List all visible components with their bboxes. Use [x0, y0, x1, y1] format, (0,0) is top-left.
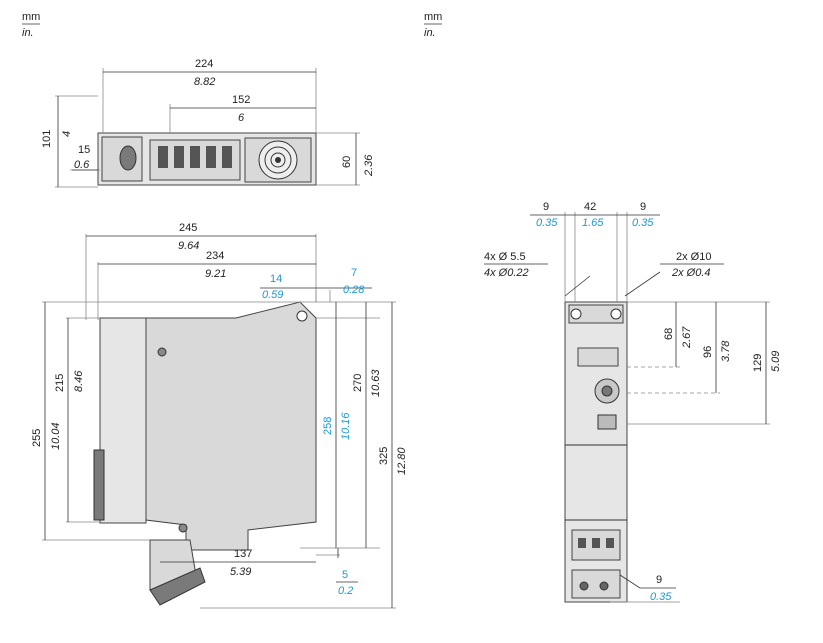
dim-2-67: 2.67: [681, 326, 693, 349]
dim-0-59: 0.59: [262, 289, 283, 301]
dim-96: 96: [702, 346, 714, 358]
dim-14: 14: [270, 273, 282, 285]
dim-0-28: 0.28: [343, 284, 365, 296]
callout-holes-mm: 4x Ø 5.5: [484, 251, 526, 263]
dim-6: 6: [238, 112, 245, 124]
unit-mm-label: mm: [22, 11, 40, 23]
top-view: 224 8.82 152 6 101 4 15 0.6 60 2.36: [41, 58, 375, 188]
dim-152: 152: [232, 94, 250, 106]
dim-8-82: 8.82: [194, 76, 215, 88]
dim-1-65: 1.65: [582, 217, 604, 229]
dim-224: 224: [195, 58, 213, 70]
side-view-front-module: [99, 317, 147, 524]
side-view-connectors: [93, 449, 105, 521]
dim-215: 215: [54, 374, 66, 392]
dim-5: 5: [342, 569, 348, 581]
dim-10-16: 10.16: [340, 412, 352, 440]
dim-9-21: 9.21: [205, 268, 226, 280]
dim-3-78: 3.78: [720, 340, 732, 362]
dim-9-bottom: 9: [656, 574, 662, 586]
callout-holes2-mm: 2x Ø10: [676, 251, 711, 263]
unit-header-right: mm in.: [424, 11, 442, 39]
dim-258: 258: [322, 417, 334, 435]
dim-234: 234: [206, 250, 224, 262]
unit-header-left: mm in.: [22, 11, 40, 39]
dim-9-64: 9.64: [178, 240, 199, 252]
dim-10-04: 10.04: [50, 422, 62, 450]
dim-255: 255: [31, 429, 43, 447]
side-view: 245 9.64 234 9.21 14 0.59 7 0.28 255 10.…: [31, 222, 408, 609]
dim-129: 129: [752, 354, 764, 372]
dim-9-left: 9: [543, 201, 549, 213]
dim-325: 325: [378, 447, 390, 465]
dim-12-80: 12.80: [396, 447, 408, 475]
front-view: 9 0.35 42 1.65 9 0.35 4x Ø 5.5 4x Ø0.22 …: [484, 201, 782, 603]
dim-137: 137: [234, 548, 252, 560]
dim-42: 42: [584, 201, 596, 213]
rj45-port-icon: [597, 414, 617, 430]
dim-101: 101: [41, 130, 53, 148]
dim-9-right: 9: [640, 201, 646, 213]
dim-4: 4: [61, 131, 73, 137]
dim-0-35-left: 0.35: [536, 217, 558, 229]
dim-15: 15: [78, 144, 90, 156]
dim-0-35-bottom: 0.35: [650, 591, 672, 603]
dim-5-09: 5.09: [770, 351, 782, 372]
side-view-housing: [145, 301, 317, 551]
front-view-display: [577, 347, 619, 367]
top-view-knob: [119, 145, 137, 171]
dim-245: 245: [179, 222, 197, 234]
callout-holes2-in: 2x Ø0.4: [671, 267, 711, 279]
dim-7: 7: [351, 267, 357, 279]
dim-2-36: 2.36: [363, 154, 375, 177]
dim-10-63: 10.63: [370, 369, 382, 397]
dim-0-6: 0.6: [74, 159, 90, 171]
unit-mm-label-right: mm: [424, 11, 442, 23]
callout-holes-in: 4x Ø0.22: [484, 267, 529, 279]
dim-5-39: 5.39: [230, 566, 251, 578]
dim-0-35-right: 0.35: [632, 217, 654, 229]
dim-68: 68: [663, 328, 675, 340]
dim-8-46: 8.46: [73, 370, 85, 392]
dim-270: 270: [352, 374, 364, 392]
unit-in-label-right: in.: [424, 27, 436, 39]
dim-0-2: 0.2: [338, 585, 353, 597]
unit-in-label: in.: [22, 27, 34, 39]
dim-60: 60: [341, 156, 353, 168]
